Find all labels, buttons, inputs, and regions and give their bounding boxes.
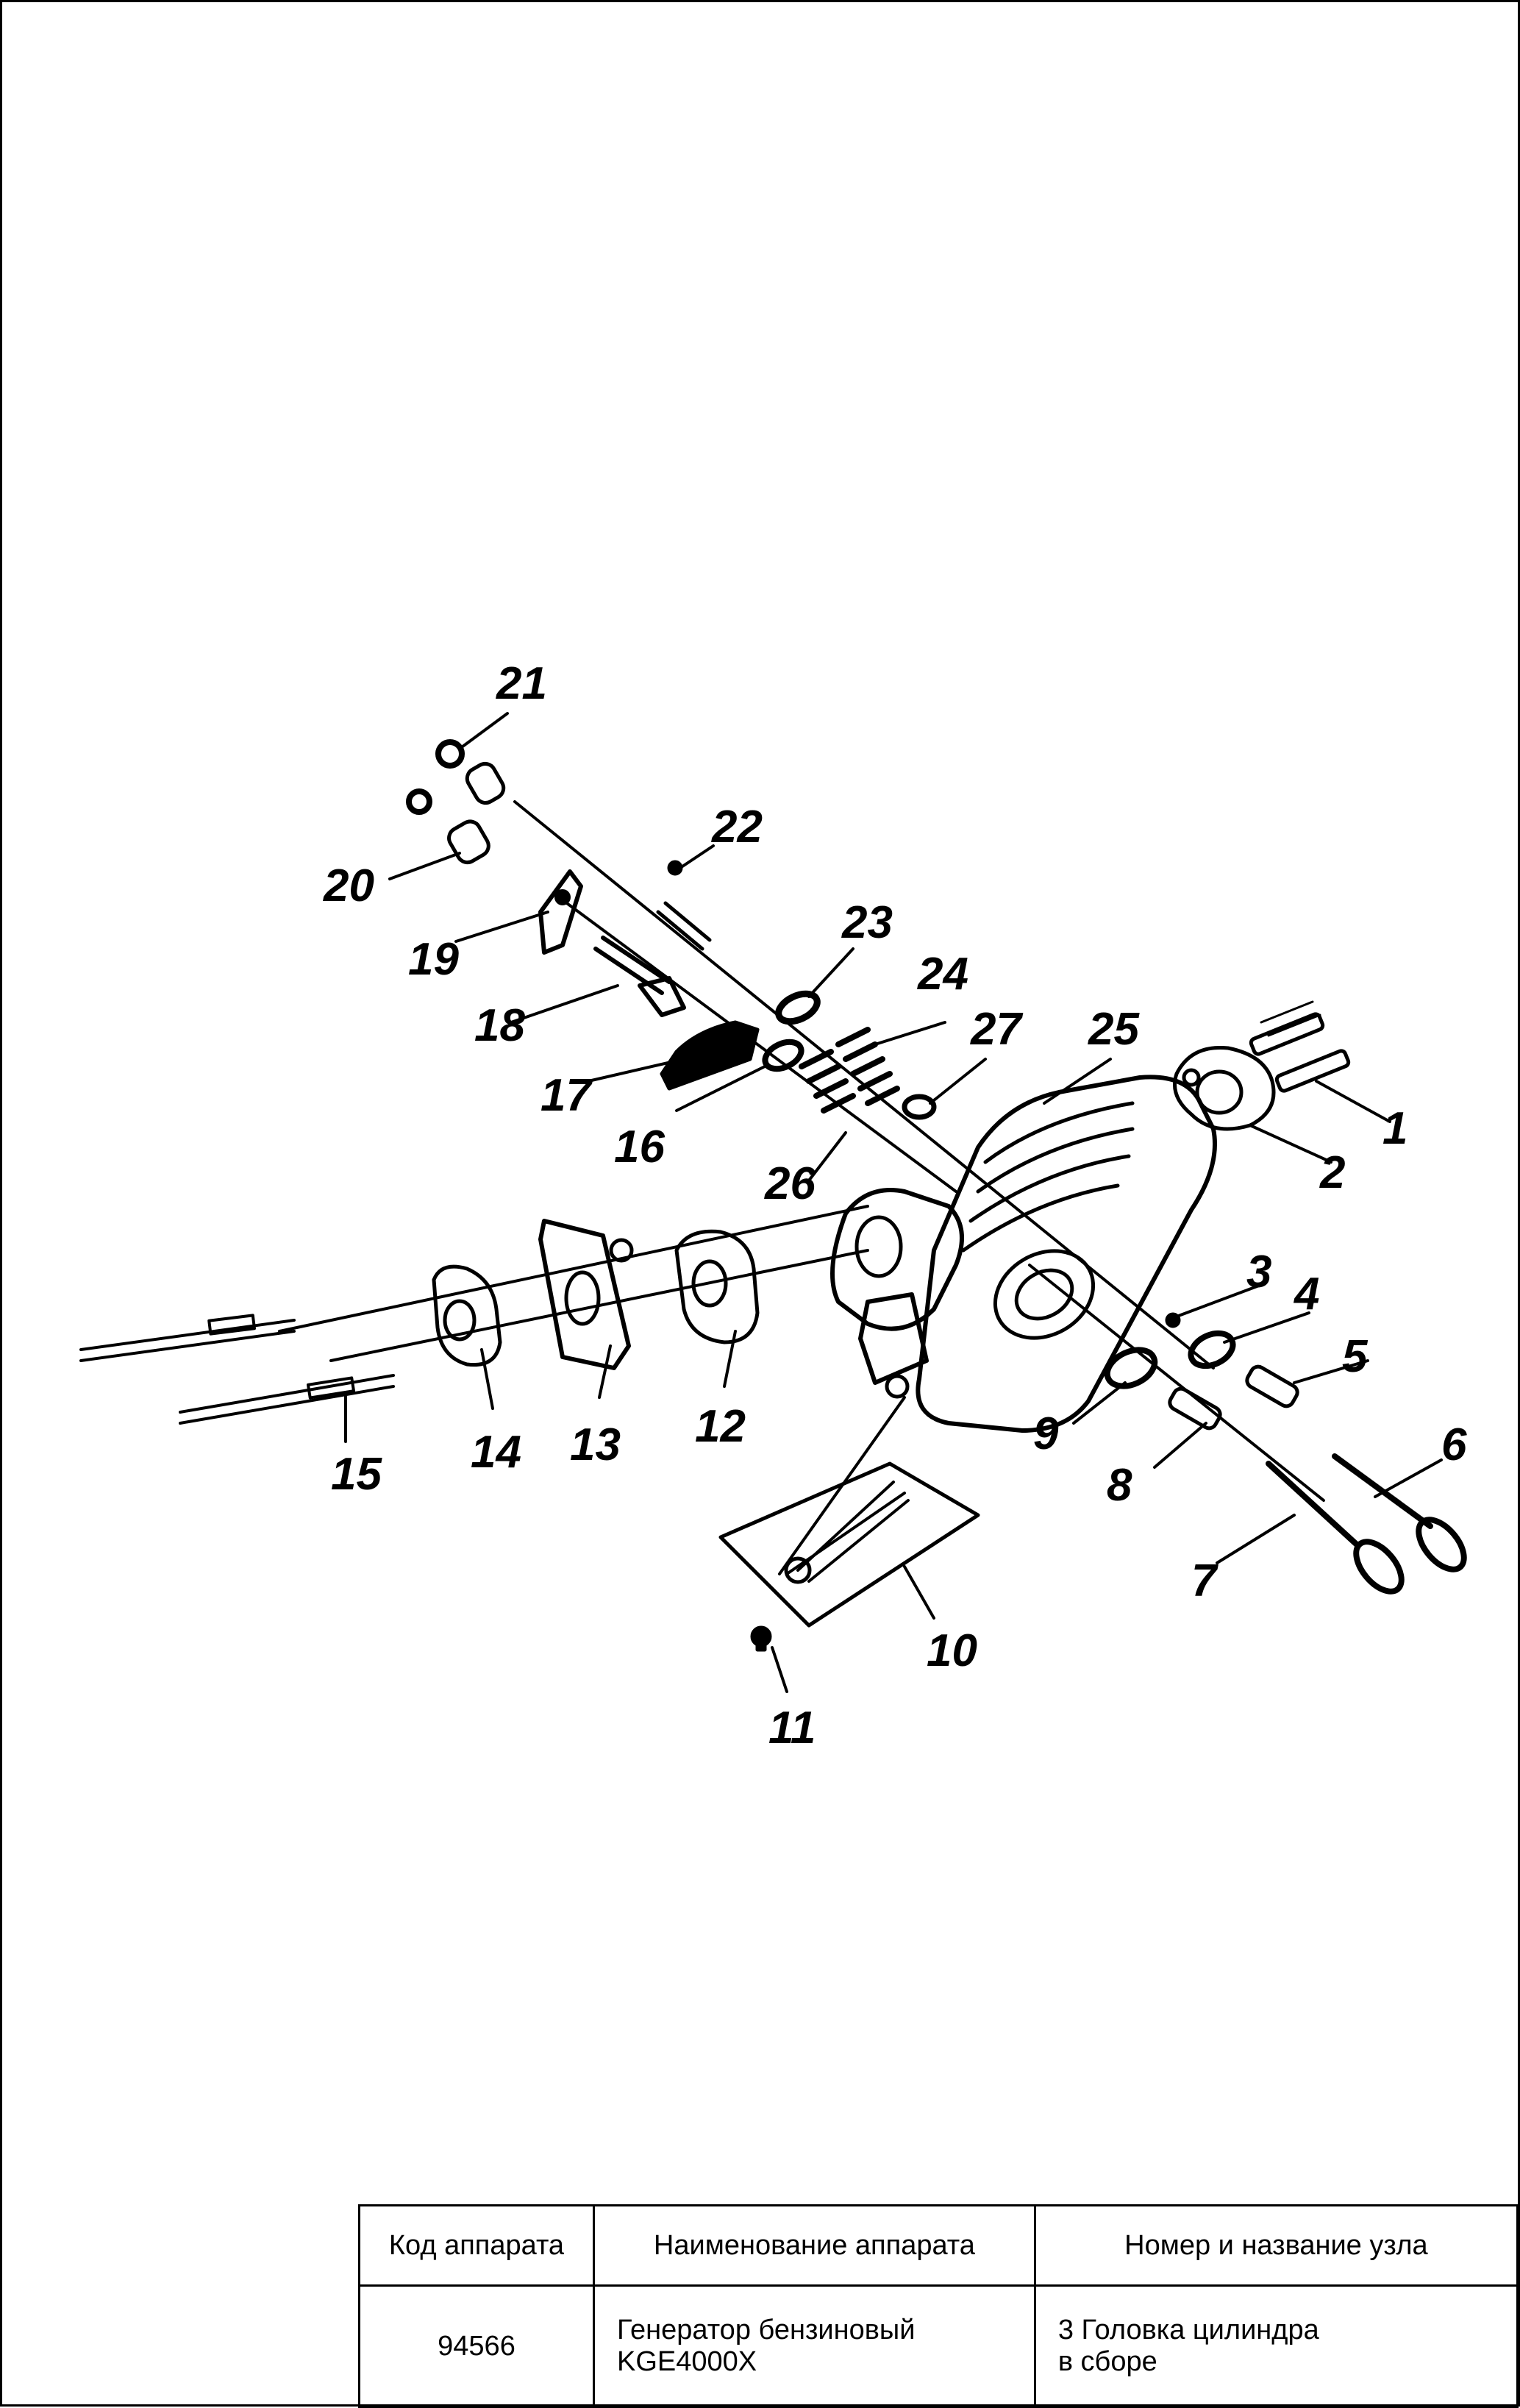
callout-3: 3 (1246, 1247, 1271, 1297)
callout-10: 10 (927, 1625, 977, 1676)
header-device-name: Наименование аппарата (592, 2204, 1036, 2287)
callout-27: 27 (970, 1004, 1023, 1055)
part-8-guide (1168, 1386, 1222, 1431)
part-23-retainer (775, 990, 821, 1025)
leader-lines (344, 712, 1443, 1693)
part-27-seal (902, 1094, 937, 1120)
part-1-stud (1249, 1000, 1351, 1093)
part-16-gasket (762, 1039, 804, 1072)
assembly-line-1: 3 Головка цилиндра (1057, 2315, 1319, 2345)
title-block: Код аппарата Наименование аппарата Номер… (358, 2204, 1519, 2408)
title-block-header-row: Код аппарата Наименование аппарата Номер… (358, 2204, 1519, 2287)
callout-23: 23 (841, 897, 893, 948)
callout-5: 5 (1342, 1331, 1369, 1382)
callout-18: 18 (474, 1000, 525, 1051)
callout-6: 6 (1441, 1419, 1467, 1470)
part-24-valve-spring (799, 1027, 900, 1114)
callout-13: 13 (570, 1419, 621, 1470)
part-20-spacer (447, 761, 506, 865)
callout-1: 1 (1382, 1103, 1407, 1154)
assembly-value: 3 Головка цилиндра в сборе (1033, 2284, 1519, 2408)
device-name-line-1: Генератор бензиновый (616, 2315, 916, 2345)
callout-20: 20 (323, 861, 374, 911)
part-17-plate (660, 1020, 760, 1091)
part-11-screw (750, 1625, 772, 1652)
callout-7: 7 (1191, 1556, 1219, 1606)
callout-14: 14 (471, 1427, 521, 1478)
assembly-line-2: в сборе (1057, 2346, 1157, 2377)
part-21-nut (406, 739, 465, 815)
callout-24: 24 (917, 949, 968, 1000)
part-22-bolt (656, 860, 712, 951)
part-12-gasket (674, 1229, 760, 1344)
callout-8: 8 (1107, 1460, 1132, 1511)
part-19-rocker-arm (538, 869, 583, 955)
part-15-studs (79, 1314, 395, 1425)
part-5-guide (1245, 1364, 1299, 1408)
header-device-code: Код аппарата (358, 2204, 595, 2287)
callout-16: 16 (614, 1122, 665, 1172)
callout-15: 15 (331, 1449, 382, 1500)
part-25-cylinder-head (830, 1075, 1217, 1433)
part-7-valve (1266, 1461, 1405, 1595)
callout-17: 17 (540, 1070, 593, 1121)
callout-labels: 1 2 3 4 5 6 7 8 9 10 11 12 13 14 15 16 1… (323, 658, 1467, 1753)
device-name-line-2: KGE4000X (616, 2346, 757, 2377)
part-4-seal (1188, 1330, 1236, 1369)
callout-21: 21 (496, 658, 547, 709)
callout-2: 2 (1319, 1147, 1345, 1198)
callout-22: 22 (711, 802, 763, 852)
header-assembly: Номер и название узла (1033, 2204, 1519, 2287)
part-13-insulator (538, 1219, 634, 1370)
callout-26: 26 (764, 1158, 816, 1209)
part-2-flange (1173, 1045, 1276, 1131)
title-block-value-row: 94566 Генератор бензиновый KGE4000X 3 Го… (358, 2284, 1519, 2408)
callout-4: 4 (1293, 1269, 1319, 1319)
callout-19: 19 (408, 934, 459, 985)
part-9-seal (1104, 1347, 1158, 1389)
device-code-value: 94566 (358, 2284, 595, 2408)
callout-11: 11 (768, 1703, 816, 1753)
callout-12: 12 (695, 1401, 746, 1452)
callout-9: 9 (1033, 1408, 1059, 1459)
part-14-gasket (432, 1264, 502, 1367)
part-18-rocker-shaft (593, 936, 686, 1017)
device-name-value: Генератор бензиновый KGE4000X (592, 2284, 1036, 2408)
callout-25: 25 (1088, 1004, 1140, 1055)
part-10-deflector (718, 1461, 980, 1628)
